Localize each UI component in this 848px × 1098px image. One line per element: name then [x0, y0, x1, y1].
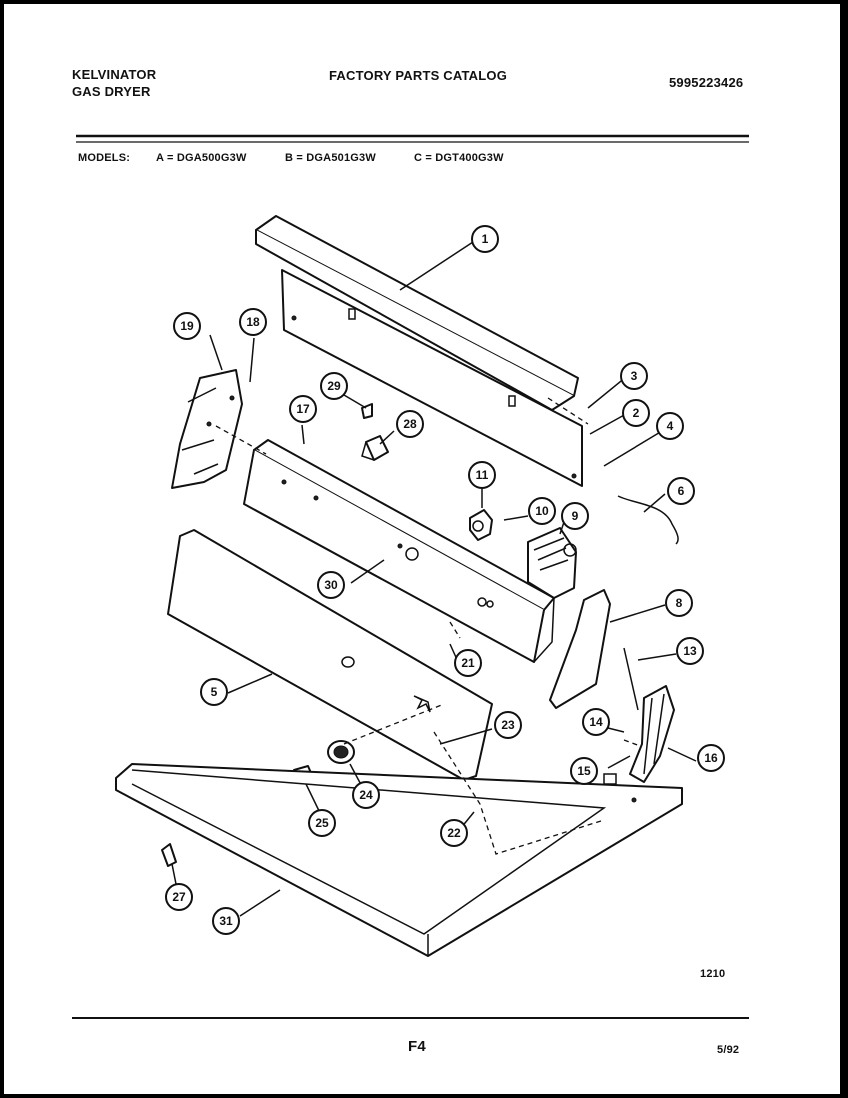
backguard-top-trim: [255, 215, 579, 411]
callout-9: 9: [561, 502, 589, 530]
svg-text:6: 6: [678, 484, 685, 498]
catalog-title: FACTORY PARTS CATALOG: [329, 68, 508, 83]
hinge-part: [161, 843, 177, 867]
callout-21: 21: [454, 649, 482, 677]
model-a: A = DGA500G3W: [156, 152, 247, 164]
svg-text:14: 14: [589, 715, 603, 729]
callout-3: 3: [620, 362, 648, 390]
svg-text:29: 29: [327, 379, 341, 393]
wire-harness: [623, 647, 675, 783]
svg-text:1: 1: [482, 232, 489, 246]
callout-17: 17: [289, 395, 317, 423]
callout-23: 23: [494, 711, 522, 739]
svg-text:15: 15: [577, 764, 591, 778]
svg-text:22: 22: [447, 826, 461, 840]
svg-text:16: 16: [704, 751, 718, 765]
svg-text:30: 30: [324, 578, 338, 592]
alignment-lines: [215, 397, 641, 855]
timer-knob-part: [469, 509, 493, 541]
svg-text:23: 23: [501, 718, 515, 732]
svg-text:19: 19: [180, 319, 194, 333]
callout-16: 16: [697, 744, 725, 772]
callout-28: 28: [396, 410, 424, 438]
callout-1: 1: [471, 225, 499, 253]
callout-29: 29: [320, 372, 348, 400]
knob-part: [327, 740, 355, 764]
end-cap-bracket: [171, 369, 243, 489]
callout-31: 31: [212, 907, 240, 935]
svg-text:5: 5: [211, 685, 218, 699]
svg-text:18: 18: [246, 315, 260, 329]
drawing-number: 1210: [700, 968, 726, 980]
callout-19: 19: [173, 312, 201, 340]
product-name: GAS DRYER: [72, 84, 151, 99]
side-trim-piece: [549, 589, 611, 709]
page-code: F4: [408, 1038, 426, 1055]
callout-25: 25: [308, 809, 336, 837]
callout-4: 4: [656, 412, 684, 440]
callout-24: 24: [352, 781, 380, 809]
callout-5: 5: [200, 678, 228, 706]
svg-text:24: 24: [359, 788, 373, 802]
svg-text:10: 10: [535, 504, 549, 518]
svg-text:31: 31: [219, 914, 233, 928]
control-panel: [243, 439, 555, 663]
revision-date: 5/92: [717, 1044, 740, 1056]
catalog-number: 5995223426: [669, 75, 744, 90]
callout-10: 10: [528, 497, 556, 525]
callout-30: 30: [317, 571, 345, 599]
model-b: B = DGA501G3W: [285, 152, 376, 164]
timer-module: [527, 527, 577, 599]
exploded-parts-diagram: 1 2 3 4 5 6 8 9 10 11 13 14 15 16 17 18 …: [72, 134, 749, 1019]
svg-text:21: 21: [461, 656, 475, 670]
svg-text:25: 25: [315, 816, 329, 830]
svg-text:27: 27: [172, 890, 186, 904]
brand-name: KELVINATOR: [72, 67, 157, 82]
backguard-rear-panel: [281, 269, 583, 487]
svg-text:11: 11: [476, 468, 489, 482]
svg-text:3: 3: [631, 369, 638, 383]
callout-8: 8: [665, 589, 693, 617]
svg-text:8: 8: [676, 596, 683, 610]
svg-text:9: 9: [572, 509, 579, 523]
parts-catalog-page: KELVINATOR GAS DRYER FACTORY PARTS CATAL…: [4, 4, 840, 1094]
cabinet-top: [115, 763, 683, 957]
callout-6: 6: [667, 477, 695, 505]
svg-text:13: 13: [683, 644, 697, 658]
model-c: C = DGT400G3W: [414, 152, 504, 164]
callout-2: 2: [622, 399, 650, 427]
callout-11: 11: [468, 461, 496, 489]
callout-14: 14: [582, 708, 610, 736]
svg-text:28: 28: [403, 417, 417, 431]
wire-lead: [617, 495, 679, 545]
svg-text:2: 2: [633, 406, 640, 420]
callout-15: 15: [570, 757, 598, 785]
callout-13: 13: [676, 637, 704, 665]
models-label: MODELS:: [78, 152, 131, 164]
callout-18: 18: [239, 308, 267, 336]
svg-text:4: 4: [667, 419, 674, 433]
svg-text:17: 17: [296, 402, 310, 416]
callout-27: 27: [165, 883, 193, 911]
callout-22: 22: [440, 819, 468, 847]
